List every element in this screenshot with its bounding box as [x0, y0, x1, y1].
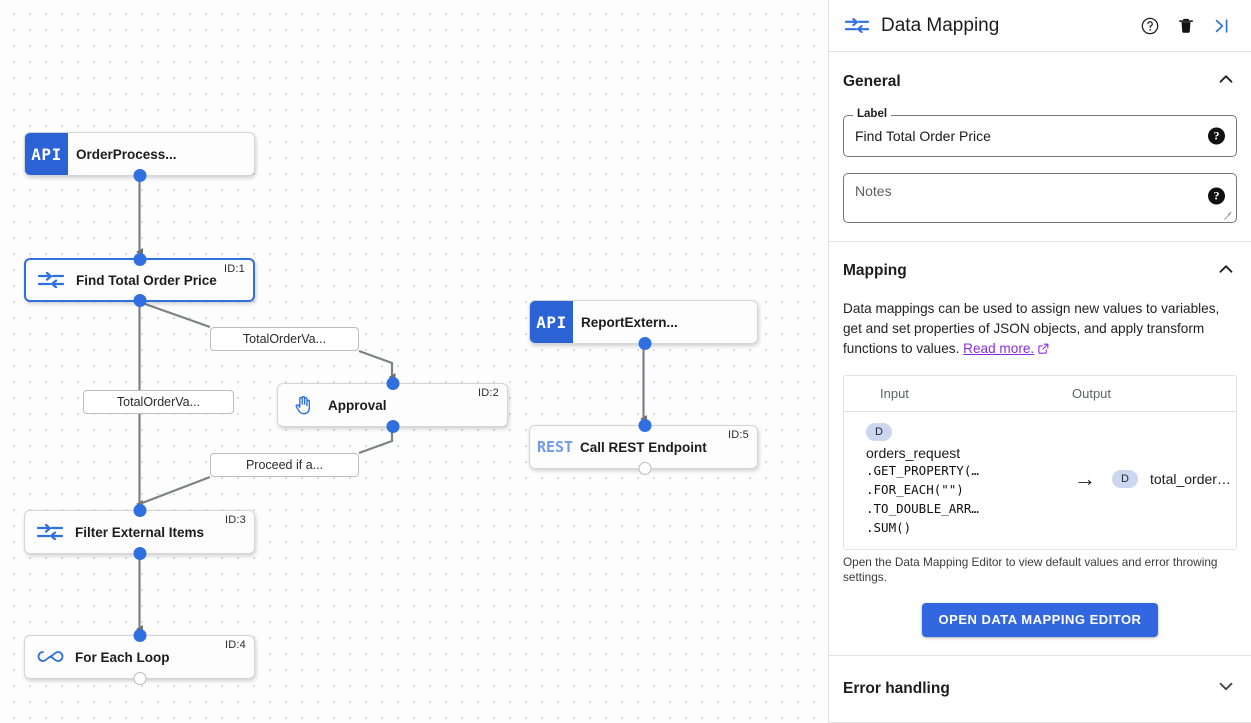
node-input-port[interactable]: [133, 253, 146, 266]
section-divider: [829, 241, 1251, 242]
hand-icon: [278, 394, 328, 416]
flow-node-reportextern[interactable]: API ReportExtern...: [529, 300, 758, 350]
api-badge: API: [530, 301, 573, 343]
flow-node-label: For Each Loop: [75, 649, 170, 665]
data-mapping-icon: [845, 18, 871, 33]
error-handling-section: Error handling: [829, 655, 1251, 722]
input-chain-line-4: .SUM(): [866, 519, 912, 535]
mapping-section-header[interactable]: Mapping: [843, 258, 1237, 285]
flow-node-label: Filter External Items: [75, 524, 205, 540]
mapping-table: Input Output D orders_request .GET_PROPE…: [843, 374, 1237, 550]
external-link-icon[interactable]: [1037, 341, 1050, 361]
label-field-help-icon[interactable]: ?: [1208, 127, 1225, 145]
section-title: General: [843, 72, 901, 90]
edge-connections-layer: [136, 176, 647, 633]
notes-resize-handle[interactable]: [1222, 209, 1232, 219]
trash-icon[interactable]: [1171, 11, 1201, 41]
mapping-arrow-icon: →: [1074, 466, 1096, 492]
open-data-mapping-editor-button[interactable]: OPEN DATA MAPPING EDITOR: [921, 602, 1159, 637]
mapping-section: Mapping Data mappings can be used to ass…: [829, 242, 1251, 655]
section-title: Mapping: [843, 262, 907, 280]
notes-field-help-icon[interactable]: ?: [1208, 187, 1225, 205]
node-output-port[interactable]: [133, 672, 146, 685]
input-variable-name: orders_request: [866, 444, 961, 461]
data-mapping-icon: [26, 272, 76, 288]
label-field[interactable]: Label Find Total Order Price ?: [843, 108, 1237, 157]
node-id-tag: ID:1: [224, 263, 245, 275]
section-title: Error handling: [843, 679, 950, 697]
flow-node-for-each-loop[interactable]: For Each Loop ID:4: [24, 629, 255, 685]
flow-node-approval[interactable]: Approval ID:2: [277, 377, 508, 433]
node-input-port[interactable]: [638, 419, 652, 432]
workflow-canvas[interactable]: API OrderProcess... Find Total Order Pri…: [0, 0, 828, 723]
node-input-port[interactable]: [386, 377, 400, 390]
node-output-port[interactable]: [638, 337, 652, 350]
mapping-input-cell: D orders_request .GET_PROPERTY(… .FOR_EA…: [844, 422, 1062, 537]
label-field-value: Find Total Order Price: [855, 128, 991, 144]
node-id-tag: ID:3: [225, 514, 246, 526]
notes-field[interactable]: Notes ?: [843, 173, 1237, 223]
panel-title: Data Mapping: [881, 14, 1000, 36]
node-output-port[interactable]: [638, 462, 652, 475]
general-section-header[interactable]: General: [843, 68, 1237, 95]
input-chain-line-1: .GET_PROPERTY(…: [866, 462, 979, 478]
flow-node-filter-external-items[interactable]: Filter External Items ID:3: [24, 504, 255, 560]
general-section: General Label Find Total Order Price ? N…: [829, 52, 1251, 241]
node-output-port[interactable]: [133, 547, 146, 560]
flow-node-call-rest-endpoint[interactable]: REST Call REST Endpoint ID:5: [529, 419, 758, 475]
mapping-table-header: Input Output: [844, 375, 1236, 412]
collapse-panel-icon[interactable]: [1207, 11, 1237, 41]
table-row[interactable]: D orders_request .GET_PROPERTY(… .FOR_EA…: [844, 412, 1236, 549]
section-divider: [829, 654, 1251, 656]
node-id-tag: ID:4: [225, 639, 246, 651]
output-variable-name: total_order…: [1150, 471, 1231, 488]
chevron-up-icon[interactable]: [1215, 68, 1237, 95]
flow-node-label: Approval: [328, 397, 387, 413]
mapping-description: Data mappings can be used to assign new …: [843, 299, 1237, 361]
column-header-output: Output: [1072, 385, 1112, 401]
node-input-port[interactable]: [133, 504, 146, 517]
flow-node-label: OrderProcess...: [76, 146, 177, 162]
column-header-input: Input: [880, 385, 909, 401]
mapping-note: Open the Data Mapping Editor to view def…: [843, 554, 1218, 584]
node-input-port[interactable]: [133, 629, 146, 642]
api-badge: API: [25, 133, 68, 175]
error-handling-section-header[interactable]: Error handling: [843, 675, 1237, 702]
flow-node-label: ReportExtern...: [581, 314, 678, 330]
input-chain-line-3: .TO_DOUBLE_ARR…: [866, 500, 979, 516]
node-output-port[interactable]: [133, 169, 146, 182]
flow-node-label: Call REST Endpoint: [580, 439, 707, 455]
node-id-tag: ID:2: [478, 387, 499, 399]
input-type-badge: D: [866, 422, 892, 441]
data-mapping-icon: [25, 524, 75, 540]
flow-node-orderprocess[interactable]: API OrderProcess...: [24, 132, 255, 182]
edge-label[interactable]: TotalOrderVa...: [83, 390, 234, 414]
properties-panel: Data Mapping: [828, 0, 1251, 723]
node-id-tag: ID:5: [728, 429, 749, 441]
rest-badge: REST: [536, 438, 574, 456]
edge-label[interactable]: Proceed if a...: [210, 453, 359, 477]
flow-node-find-total-order-price[interactable]: Find Total Order Price ID:1: [24, 253, 255, 307]
edge-label[interactable]: TotalOrderVa...: [210, 327, 359, 351]
mapping-output-cell: D total_order…: [1108, 470, 1236, 489]
flow-node-label: Find Total Order Price: [76, 272, 217, 288]
label-field-legend: Label: [853, 108, 892, 120]
output-type-badge: D: [1112, 470, 1138, 489]
notes-field-placeholder: Notes: [855, 183, 892, 199]
node-output-port[interactable]: [133, 294, 146, 307]
chevron-up-icon[interactable]: [1215, 258, 1237, 285]
loop-icon: [25, 649, 75, 665]
input-chain-line-2: .FOR_EACH(""): [866, 481, 964, 497]
panel-header: Data Mapping: [829, 0, 1251, 52]
node-output-port[interactable]: [386, 420, 400, 433]
read-more-link[interactable]: Read more.: [963, 340, 1035, 356]
chevron-down-icon[interactable]: [1215, 675, 1237, 702]
mapping-description-text: Data mappings can be used to assign new …: [843, 300, 1220, 356]
help-circle-icon[interactable]: [1135, 11, 1165, 41]
